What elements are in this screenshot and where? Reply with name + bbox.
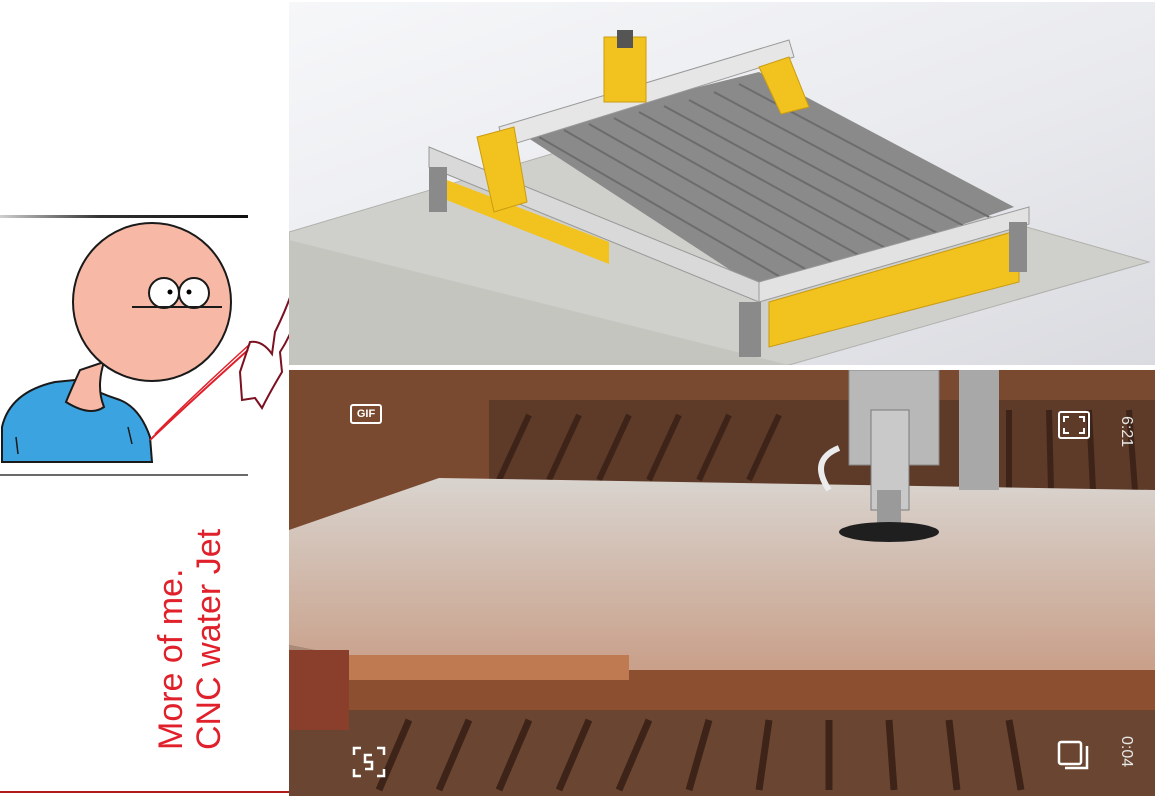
timestamp-bottom: 0:04 [1118,736,1135,768]
fullscreen-icon[interactable] [1058,411,1090,439]
divider-page-bottom [0,791,497,793]
divider-bottom [0,474,248,476]
capture-icon[interactable] [352,746,386,778]
cnc-render-image [289,2,1155,365]
waterjet-photo: GIF 6:21 0:04 [289,370,1155,796]
divider-top [0,215,248,218]
copy-icon[interactable] [1055,738,1091,772]
caption: More of me. CNC water Jet [116,520,296,750]
caption-line-2: CNC water Jet [190,528,228,750]
cartoon-illustration [0,222,300,472]
timestamp-top: 6:21 [1118,416,1135,448]
caption-line-1: More of me. [152,569,190,750]
gif-badge[interactable]: GIF [350,404,382,424]
